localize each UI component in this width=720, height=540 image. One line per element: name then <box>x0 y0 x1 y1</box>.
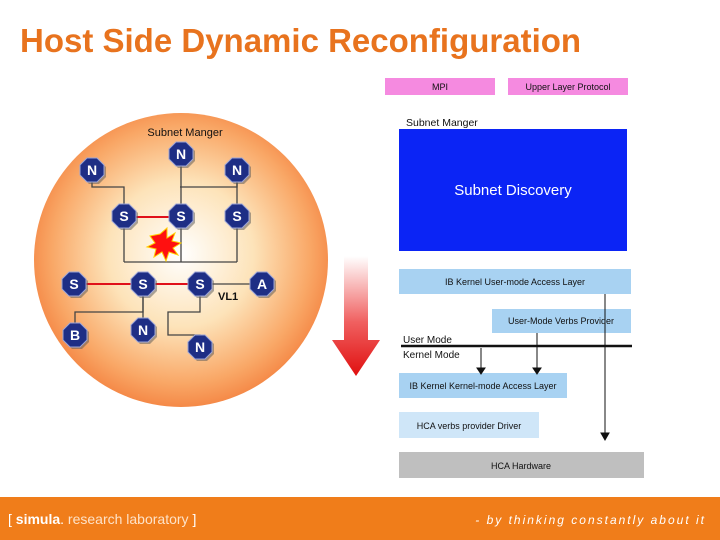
user-access-layer-label: IB Kernel User-mode Access Layer <box>445 277 585 287</box>
upper-layer-protocol-label: Upper Layer Protocol <box>525 82 610 92</box>
hca-hardware-box <box>399 452 644 478</box>
node-s5: S <box>130 271 157 298</box>
footer-bracket-open: [ <box>8 511 12 527</box>
network-nodes: N N N S S S S S S A B N N <box>61 141 276 361</box>
node-shape <box>187 271 213 297</box>
node-shape <box>111 203 137 229</box>
subnet-discovery-box <box>399 129 627 251</box>
kernel-access-layer-box <box>399 373 567 398</box>
down-arrow-icon <box>332 256 380 376</box>
node-n_b2: N <box>187 334 214 361</box>
hca-driver-label: HCA verbs provider Driver <box>417 421 522 431</box>
subnet-discovery-label: Subnet Discovery <box>454 182 572 199</box>
node-shape <box>130 271 156 297</box>
page-title: Host Side Dynamic Reconfiguration <box>20 22 582 59</box>
kernel-mode-label: Kernel Mode <box>403 350 460 361</box>
verbs-provider-label: User-Mode Verbs Provider <box>508 316 614 326</box>
vl1-label: VL1 <box>218 291 238 303</box>
node-shape <box>224 157 250 183</box>
node-label: N <box>87 162 97 178</box>
node-label: A <box>257 276 267 292</box>
failure-burst-icon <box>145 226 183 263</box>
footer-bar: [ simula. research laboratory ] - by thi… <box>0 497 720 540</box>
user-mode-label: User Mode <box>403 335 452 346</box>
node-s4: S <box>61 271 88 298</box>
node-n_right: N <box>224 157 251 184</box>
mpi-label: MPI <box>432 82 448 92</box>
verbs-provider-box <box>492 309 631 333</box>
node-s6: S <box>187 271 214 298</box>
node-shape <box>168 141 194 167</box>
node-label: N <box>195 339 205 355</box>
node-shape <box>61 271 87 297</box>
node-shape <box>79 157 105 183</box>
node-label: N <box>176 146 186 162</box>
node-shape <box>224 203 250 229</box>
node-s2: S <box>168 203 195 230</box>
node-label: S <box>119 208 128 224</box>
subnet-manager-stack-label: Subnet Manger <box>406 117 478 129</box>
node-shape <box>249 271 275 297</box>
node-label: S <box>69 276 78 292</box>
footer-brand-rest: research laboratory <box>67 511 189 527</box>
stack-arrows <box>476 294 610 442</box>
node-label: N <box>138 322 148 338</box>
hca-hardware-label: HCA Hardware <box>491 461 551 471</box>
node-shape <box>187 334 213 360</box>
footer-bracket-close: ] <box>192 511 197 527</box>
node-b: B <box>62 322 89 349</box>
node-label: B <box>70 327 80 343</box>
user-access-layer-box <box>399 269 631 294</box>
node-n_left: N <box>79 157 106 184</box>
node-s1: S <box>111 203 138 230</box>
node-label: S <box>195 276 204 292</box>
mpi-box <box>385 78 495 95</box>
diagram-canvas: Subnet Manger VL1 N N N S S S S S S A B N N MPI Uppe… <box>34 78 644 478</box>
footer-brand-name: simula <box>15 511 61 527</box>
hca-driver-box <box>399 412 539 438</box>
footer-brand: [ simula. research laboratory ] <box>8 511 196 527</box>
footer-dot: . <box>60 511 65 527</box>
kernel-access-layer-label: IB Kernel Kernel-mode Access Layer <box>409 381 556 391</box>
node-shape <box>130 317 156 343</box>
node-label: S <box>138 276 147 292</box>
node-shape <box>168 203 194 229</box>
node-label: N <box>232 162 242 178</box>
node-label: S <box>232 208 241 224</box>
subnet-manager-label: Subnet Manger <box>147 127 223 139</box>
node-s3: S <box>224 203 251 230</box>
node-shape <box>62 322 88 348</box>
node-n_b1: N <box>130 317 157 344</box>
footer-tagline: - by thinking constantly about it <box>475 513 706 527</box>
node-n_top: N <box>168 141 195 168</box>
upper-layer-protocol-box <box>508 78 628 95</box>
node-label: S <box>176 208 185 224</box>
node-a: A <box>249 271 276 298</box>
